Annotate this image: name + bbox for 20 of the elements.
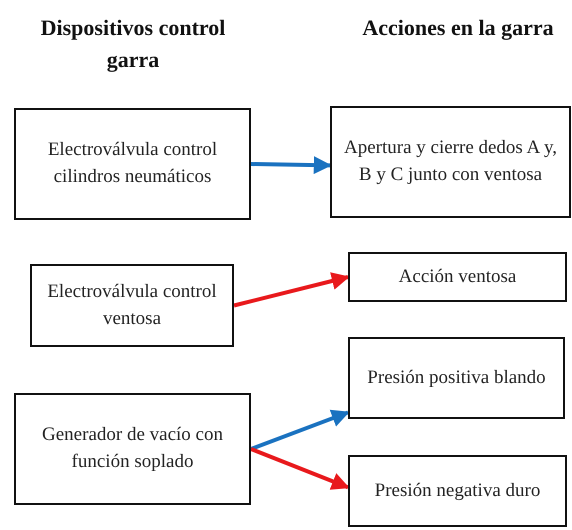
node-text: Presión positiva blando bbox=[367, 366, 546, 390]
node-text: Electroválvula control ventosa bbox=[46, 280, 218, 330]
process-box bbox=[348, 252, 567, 302]
node-text: Electroválvula control cilindros neumáticos bbox=[46, 138, 218, 189]
process-box bbox=[30, 264, 234, 347]
process-box bbox=[348, 455, 567, 527]
process-box bbox=[14, 108, 251, 220]
node-text: Acción ventosa bbox=[398, 264, 516, 289]
node-text: Apertura y cierre dedos A y, B y C junto con ventosa bbox=[343, 136, 558, 187]
arrow bbox=[250, 156, 332, 174]
node-text: Presión negativa duro bbox=[374, 478, 540, 503]
process-box bbox=[330, 106, 571, 218]
column-heading: Acciones en la garra bbox=[361, 14, 555, 42]
column-heading: Dispositivos control garra bbox=[40, 14, 226, 74]
arrow bbox=[250, 447, 350, 490]
process-box bbox=[14, 393, 251, 505]
node-text: Generador de vacío con función soplado bbox=[41, 423, 224, 474]
process-box bbox=[348, 337, 565, 419]
arrow bbox=[250, 410, 350, 451]
arrow bbox=[234, 272, 350, 308]
